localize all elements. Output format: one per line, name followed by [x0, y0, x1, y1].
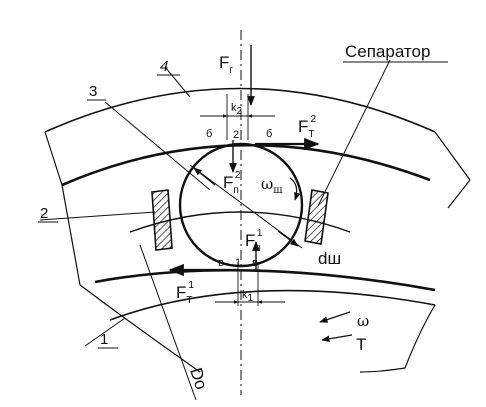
v-right-label: в: [252, 257, 258, 269]
outer-ring: [44, 87, 471, 187]
separator-left: [151, 189, 173, 251]
part1-leader: [84, 317, 126, 347]
omega-ball-label: ωш: [261, 175, 283, 196]
v-left-label: в: [218, 257, 224, 269]
k1-label: k1: [242, 289, 254, 304]
part-4-label: 4: [160, 58, 168, 75]
ball-diameter-arrow-down: [277, 230, 299, 247]
torque-label: T: [356, 335, 366, 354]
part-2-label: 2: [40, 205, 48, 222]
point-1-label: 1: [235, 257, 241, 269]
b-right-label: б: [266, 128, 272, 140]
inner-ring: [61, 179, 471, 373]
separator-label: Сепаратор: [345, 42, 430, 61]
part2-leader: [39, 211, 156, 221]
point-2-label: 2: [233, 129, 239, 141]
part-1-label: 1: [100, 331, 108, 348]
separator-right: [304, 189, 329, 245]
b-left-label: б: [206, 128, 212, 140]
ball-rotation-arrow: [289, 177, 301, 201]
part-3-label: 3: [89, 83, 97, 100]
normal-force-bottom-label: Fп1: [245, 228, 263, 254]
pitch-diameter-label: Do: [186, 365, 211, 392]
radial-force-label: Fг: [219, 53, 233, 76]
ball-diameter-line: [189, 164, 303, 249]
omega-ring-label: ω: [357, 312, 369, 330]
ball-diameter-arrow-up: [193, 167, 216, 186]
ring-torque-arrow: [321, 334, 353, 343]
tangent-force-top-label: FT2: [298, 114, 317, 140]
normal-force-top-label: Fп2: [223, 170, 241, 196]
part4-leader: [164, 66, 191, 98]
separator-leader: [317, 59, 391, 207]
pitch-diameter-line: [139, 244, 197, 401]
tangent-force-bottom-label: FT1: [176, 280, 195, 306]
k2-label: k2: [231, 102, 243, 117]
part3-leader: [104, 101, 211, 191]
ring-omega-arrow: [319, 311, 351, 323]
ball-diameter-label: dш: [318, 249, 341, 268]
